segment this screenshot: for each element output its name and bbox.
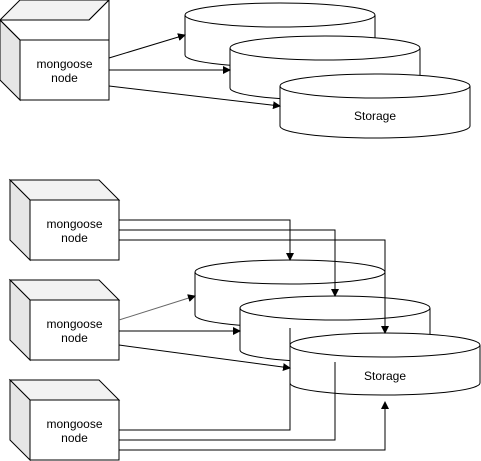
storage-cylinder-middle bbox=[229, 35, 421, 101]
storage-label: Storage bbox=[354, 109, 396, 123]
node-label-line2: node bbox=[61, 231, 88, 245]
connector-to-front bbox=[108, 85, 281, 110]
top-diagram: Storage mongoose node bbox=[0, 0, 471, 139]
node-label-line1: mongoose bbox=[46, 417, 102, 431]
connector-node3-to-back bbox=[119, 328, 291, 431]
mongoose-node-3: mongoose node bbox=[8, 378, 121, 461]
mongoose-node-2: mongoose node bbox=[8, 278, 121, 362]
connector-node3-to-front bbox=[119, 401, 389, 451]
connector-node1-to-back bbox=[119, 219, 294, 261]
node-label-line1: mongoose bbox=[36, 57, 92, 71]
connector-node2-to-front bbox=[118, 344, 291, 372]
connector-node3-to-middle bbox=[119, 362, 336, 441]
storage-cylinder-front: Storage bbox=[279, 73, 471, 139]
node-label-line2: node bbox=[61, 431, 88, 445]
node-label-line1: mongoose bbox=[46, 317, 102, 331]
connector-node1-to-front bbox=[119, 239, 389, 334]
connector-node1-to-middle bbox=[119, 229, 339, 297]
node-label-line1: mongoose bbox=[46, 217, 102, 231]
mongoose-node: mongoose node bbox=[0, 0, 110, 102]
connector-node2-to-back bbox=[118, 294, 196, 321]
storage-label: Storage bbox=[364, 369, 406, 383]
bottom-diagram: Storage mongoose node mongoose node mong… bbox=[8, 178, 481, 461]
connector-to-back bbox=[108, 33, 186, 59]
node-label-line2: node bbox=[51, 71, 78, 85]
mongoose-node-1: mongoose node bbox=[8, 178, 121, 262]
storage-cylinder-front: Storage bbox=[289, 332, 481, 396]
node-label-line2: node bbox=[61, 331, 88, 345]
